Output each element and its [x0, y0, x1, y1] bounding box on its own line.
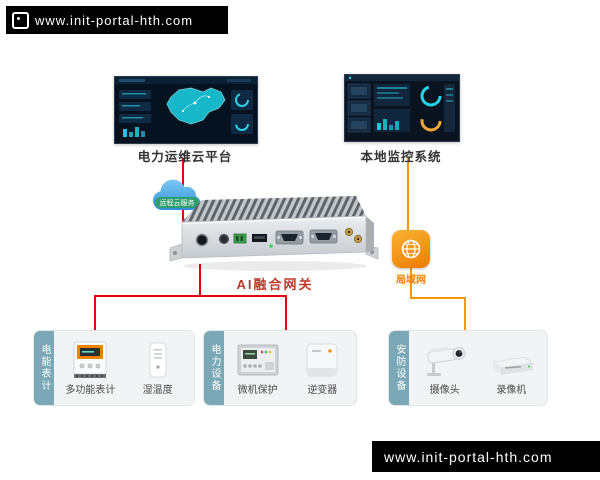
group-security: 安防设备 摄像头: [388, 330, 548, 406]
multifunction-meter-image: [59, 340, 121, 380]
lan-globe-icon: [401, 239, 421, 259]
group-metering-tab: 电能表计: [34, 331, 54, 405]
watermark-top-text: www.init-portal-hth.com: [35, 12, 194, 28]
group-security-tab-label: 安防设备: [394, 344, 405, 392]
protection-relay-image: [227, 340, 289, 380]
inverter-label: 逆变器: [307, 385, 338, 396]
inverter-image: [291, 340, 353, 380]
camera-image: [414, 340, 476, 380]
watermark-top: www.init-portal-hth.com: [6, 6, 228, 34]
local-monitor-screenshot: [344, 74, 460, 142]
item-multifunction-meter: 多功能表计: [59, 340, 121, 396]
watermark-bottom-text: www.init-portal-hth.com: [384, 448, 553, 465]
item-humidity-sensor: 湿温度: [127, 340, 189, 396]
item-inverter: 逆变器: [291, 340, 353, 396]
gateway-label: AI融合网关: [236, 277, 314, 292]
item-protection-relay: 微机保护: [227, 340, 289, 396]
orange-line-horizontal: [410, 297, 466, 299]
watermark-bottom: www.init-portal-hth.com: [372, 441, 600, 472]
humidity-sensor-image: [127, 340, 189, 380]
local-monitor-label: 本地监控系统: [360, 150, 442, 164]
lan-icon: [392, 230, 430, 268]
cloud-icon: 远程云服务: [148, 174, 206, 220]
red-line-horizontal-bus: [94, 295, 287, 297]
gateway-image: [168, 190, 382, 276]
recorder-label: 录像机: [496, 385, 527, 396]
red-line-drop-group1: [94, 295, 96, 332]
group-metering-tab-label: 电能表计: [39, 344, 50, 392]
protection-relay-label: 微机保护: [237, 385, 278, 396]
item-recorder: 录像机: [480, 340, 542, 396]
watermark-logo-icon: [12, 11, 29, 29]
item-camera: 摄像头: [414, 340, 476, 396]
multifunction-meter-label: 多功能表计: [65, 385, 116, 396]
orange-line-lan-drop: [410, 268, 412, 299]
group-power-tab-label: 电力设备: [209, 344, 220, 392]
orange-line-drop-group3: [464, 297, 466, 332]
camera-label: 摄像头: [429, 385, 460, 396]
cloud-platform-label: 电力运维云平台: [137, 150, 233, 164]
red-line-drop-group2: [285, 295, 287, 332]
group-metering: 电能表计: [33, 330, 195, 406]
cloud-label: 远程云服务: [160, 198, 195, 207]
group-power-tab: 电力设备: [204, 331, 224, 405]
orange-line-monitor-to-lan: [407, 158, 409, 232]
lan-label: 局域网: [396, 275, 426, 286]
cloud-platform-screenshot: [114, 76, 258, 144]
recorder-image: [480, 340, 542, 380]
group-power: 电力设备: [203, 330, 357, 406]
humidity-sensor-label: 湿温度: [142, 385, 173, 396]
red-line-gateway-drop: [199, 264, 201, 297]
group-security-tab: 安防设备: [389, 331, 409, 405]
